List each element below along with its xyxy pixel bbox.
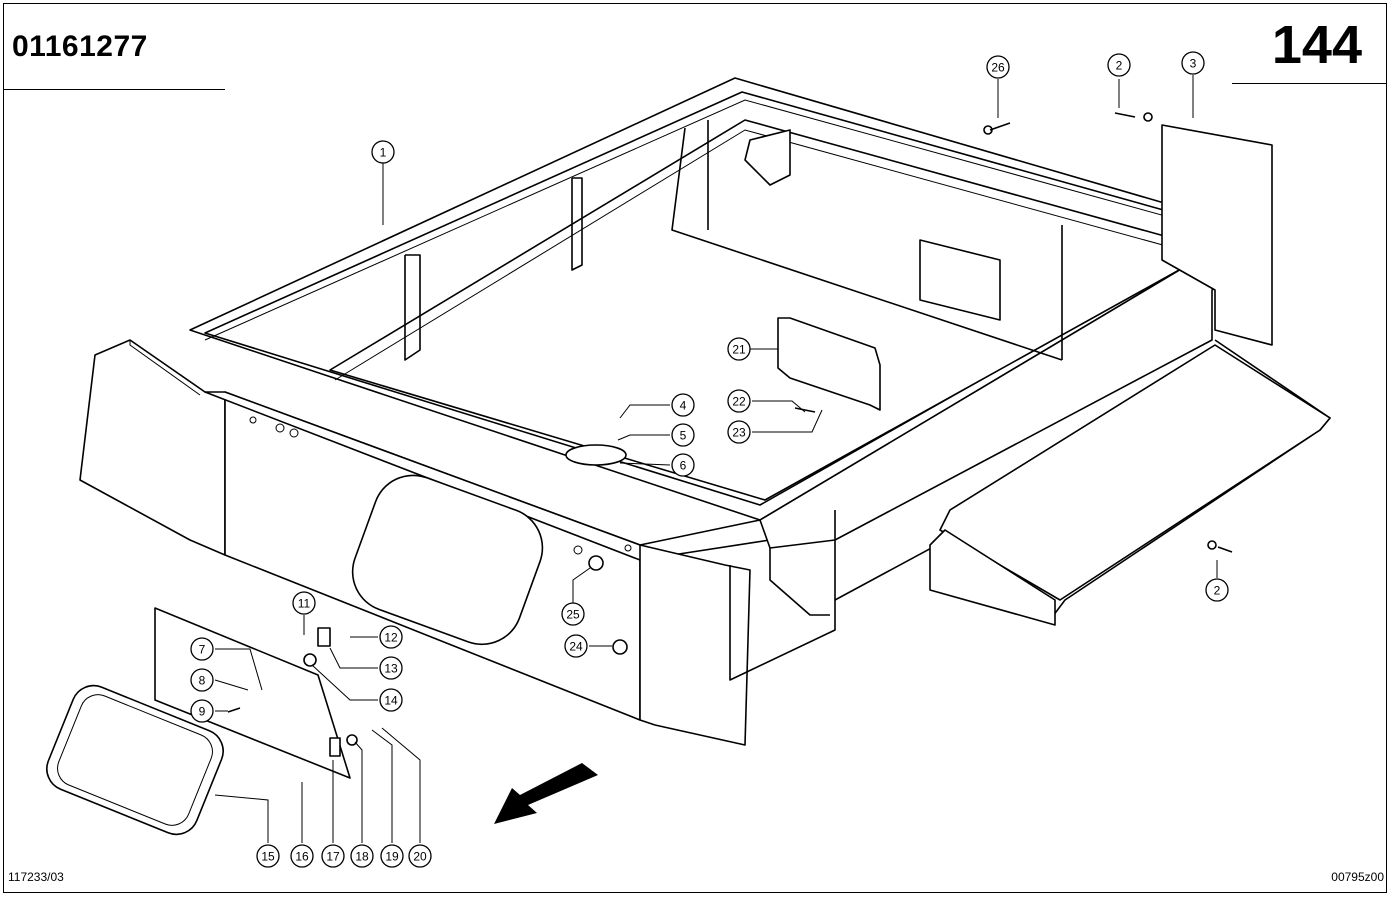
callout-label: 2 <box>1116 59 1123 73</box>
callout-circle <box>190 637 214 661</box>
callout-circle <box>986 55 1010 79</box>
callout-label: 14 <box>384 694 398 708</box>
callout-label: 18 <box>355 850 369 864</box>
callout-7: 7 <box>190 637 214 661</box>
callout-14: 14 <box>379 688 403 712</box>
callout-circle <box>727 337 751 361</box>
bracket-part-21 <box>777 317 881 411</box>
callout-label: 16 <box>295 850 309 864</box>
callout-circle <box>371 140 395 164</box>
callout-circle <box>256 844 280 868</box>
callout-circle <box>671 393 695 417</box>
callout-label: 8 <box>199 674 206 688</box>
callout-1: 1 <box>371 140 395 164</box>
callout-24: 24 <box>564 634 588 658</box>
header-rule-right <box>1232 83 1387 84</box>
callout-11: 11 <box>292 591 316 615</box>
callout-circle <box>1205 578 1229 602</box>
callout-circle <box>190 668 214 692</box>
callout-circle <box>321 844 345 868</box>
rear-side-plate <box>1161 124 1273 346</box>
callout-17: 17 <box>321 844 345 868</box>
callout-circle <box>727 420 751 444</box>
seal-frame <box>46 684 224 836</box>
callout-label: 6 <box>680 459 687 473</box>
drawing-frame <box>3 3 1387 893</box>
callout-22: 22 <box>727 389 751 413</box>
callout-circle <box>408 844 432 868</box>
header-rule-left <box>3 89 225 90</box>
callout-9: 9 <box>190 699 214 723</box>
callout-6: 6 <box>671 453 695 477</box>
callout-circle <box>379 656 403 680</box>
callout-circle <box>292 591 316 615</box>
callout-label: 17 <box>326 850 340 864</box>
callout-circle <box>350 844 374 868</box>
callout-circle <box>1181 51 1205 75</box>
direction-arrow-icon <box>494 763 598 824</box>
callout-8: 8 <box>190 668 214 692</box>
callout-label: 3 <box>1190 57 1197 71</box>
callout-18: 18 <box>350 844 374 868</box>
callout-circle <box>380 844 404 868</box>
footer-right-code: 00795z00 <box>1331 870 1384 884</box>
callout-19: 19 <box>380 844 404 868</box>
callout-15: 15 <box>256 844 280 868</box>
page-number: 144 <box>1271 15 1362 75</box>
callout-circle <box>290 844 314 868</box>
callout-circle <box>1107 53 1131 77</box>
callout-label: 22 <box>732 395 746 409</box>
callout-23: 23 <box>727 420 751 444</box>
leader-lines <box>214 75 1218 843</box>
callout-label: 24 <box>569 640 583 654</box>
callout-circle <box>379 625 403 649</box>
callout-circle <box>190 699 214 723</box>
callout-20: 20 <box>408 844 432 868</box>
callout-16: 16 <box>290 844 314 868</box>
callout-label: 21 <box>732 343 746 357</box>
callout-12: 12 <box>379 625 403 649</box>
callout-label: 12 <box>384 631 398 645</box>
hardware-parts <box>227 112 1233 757</box>
callout-25: 25 <box>561 602 585 626</box>
callout-label: 20 <box>413 850 427 864</box>
callout-label: 4 <box>680 399 687 413</box>
callout-circle <box>727 389 751 413</box>
callout-label: 23 <box>732 426 746 440</box>
callout-label: 11 <box>298 597 311 611</box>
callout-circle <box>671 423 695 447</box>
part-number: 01161277 <box>12 30 148 63</box>
callout-5: 5 <box>671 423 695 447</box>
callout-26: 26 <box>986 55 1010 79</box>
callout-label: 19 <box>385 850 399 864</box>
callout-label: 2 <box>1214 584 1221 598</box>
callout-label: 13 <box>384 662 398 676</box>
callout-label: 1 <box>380 146 387 160</box>
callout-circle <box>564 634 588 658</box>
callout-label: 15 <box>261 850 275 864</box>
callout-2: 2 <box>1205 578 1229 602</box>
footer-left-code: 117233/03 <box>8 870 64 884</box>
callout-label: 26 <box>991 61 1005 75</box>
main-frame-body <box>79 77 1331 746</box>
callout-label: 5 <box>680 429 687 443</box>
callout-4: 4 <box>671 393 695 417</box>
callout-label: 9 <box>199 705 206 719</box>
callout-13: 13 <box>379 656 403 680</box>
callout-label: 25 <box>566 608 580 622</box>
callout-2: 2 <box>1107 53 1131 77</box>
callout-circle <box>379 688 403 712</box>
callout-circle <box>671 453 695 477</box>
callout-21: 21 <box>727 337 751 361</box>
callout-label: 7 <box>199 643 206 657</box>
callout-circle <box>561 602 585 626</box>
callout-3: 3 <box>1181 51 1205 75</box>
